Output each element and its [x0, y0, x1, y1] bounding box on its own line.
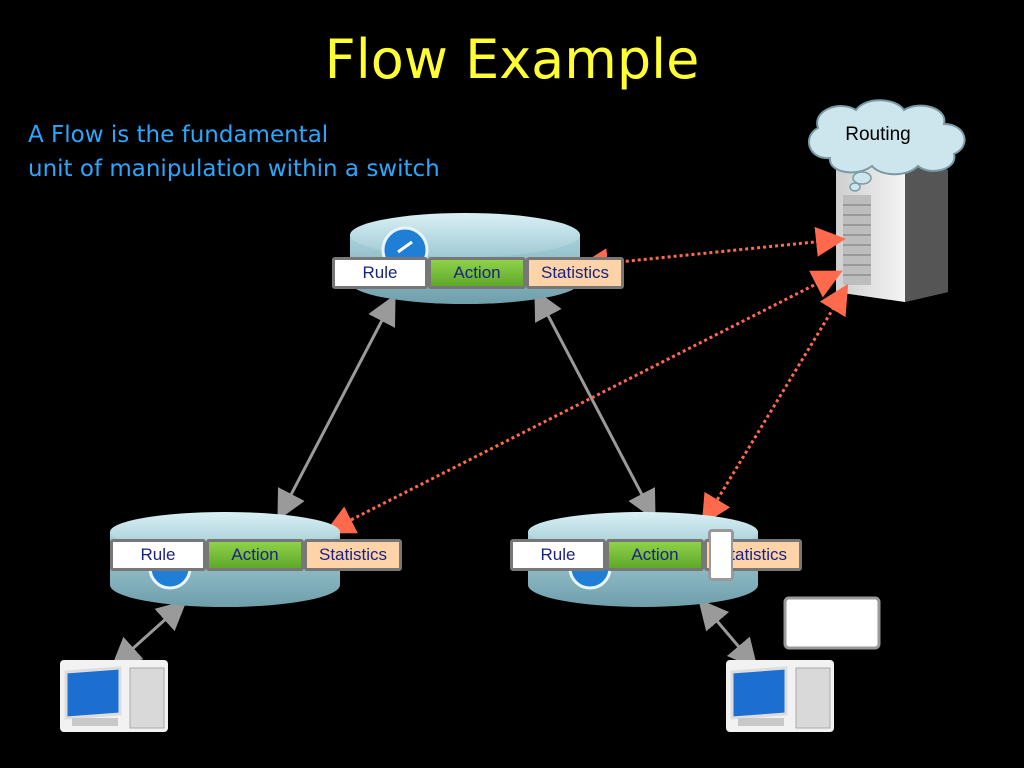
flow-rule-bottom-left: Rule — [110, 539, 206, 571]
packet-box — [783, 596, 881, 650]
subtitle-line-2: unit of manipulation within a switch — [28, 156, 440, 182]
subtitle-line-1: A Flow is the fundamental — [28, 122, 329, 148]
link-right-host — [698, 598, 758, 670]
link-top-left — [277, 294, 396, 521]
flow-rule-bottom-right: Rule — [510, 539, 606, 571]
host-right-computer-icon — [726, 660, 834, 732]
packet-marker-overlay — [709, 530, 733, 580]
routing-cloud-icon — [808, 99, 966, 192]
link-top-right — [534, 289, 656, 521]
flow-action-bottom-right: Action — [606, 539, 704, 571]
link-left-host — [111, 599, 187, 669]
routing-label: Routing — [845, 124, 911, 145]
control-link-right — [701, 283, 849, 526]
control-link-top — [578, 226, 846, 279]
host-left-computer-icon — [60, 660, 168, 732]
flow-action-bottom-left: Action — [206, 539, 304, 571]
flow-rule-top: Rule — [332, 257, 428, 289]
flow-statistics-bottom-left: Statistics — [304, 539, 402, 571]
control-link-left — [324, 270, 843, 534]
controller-server-icon — [836, 160, 948, 302]
flow-statistics-bottom-right: Statistics — [704, 539, 802, 571]
slide-subtitle: A Flow is the fundamental unit of manipu… — [28, 118, 440, 186]
flow-statistics-top: Statistics — [526, 257, 624, 289]
flow-action-top: Action — [428, 257, 526, 289]
slide-title: Flow Example — [324, 28, 700, 91]
control-links — [324, 226, 849, 534]
